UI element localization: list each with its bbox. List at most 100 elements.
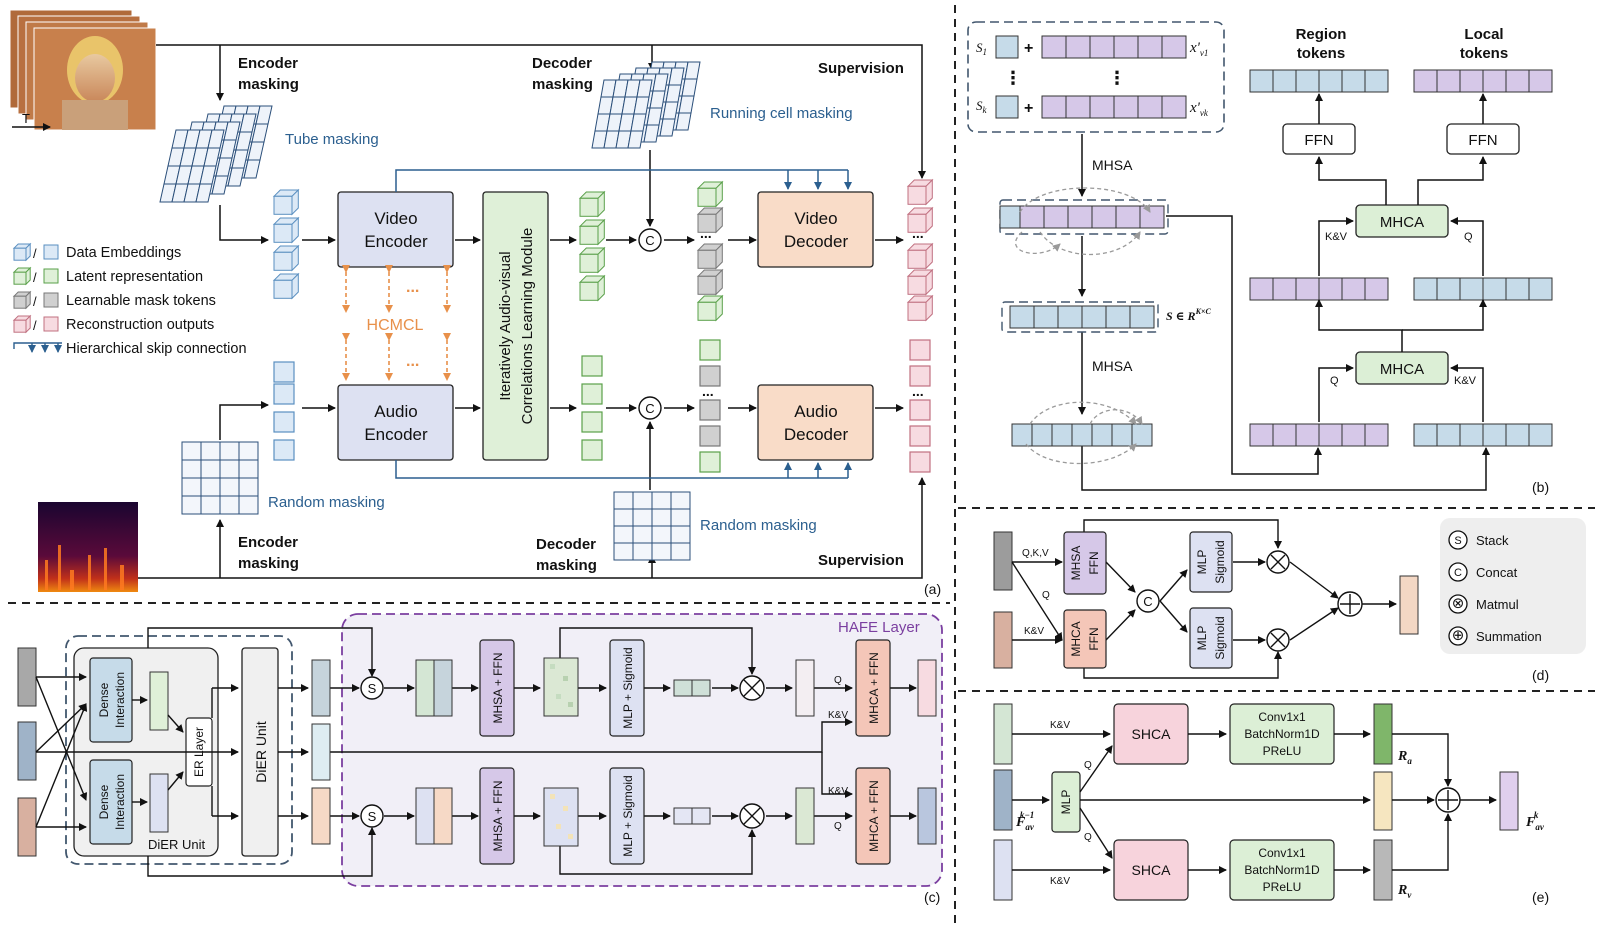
audio-decoder-box xyxy=(757,384,874,461)
audio-mask-latent xyxy=(699,339,721,361)
s-token-3 xyxy=(1081,305,1107,329)
rand-left-cell xyxy=(181,459,202,479)
audio-recon-token xyxy=(909,365,931,387)
mid-right-token-row xyxy=(1413,277,1553,301)
stack-circle-bottom xyxy=(360,804,384,828)
video-latent-token xyxy=(578,190,606,218)
rand-left-cell xyxy=(238,441,259,461)
hafe-layer-label: HAFE Layer xyxy=(838,619,920,636)
random-masking-grid-left xyxy=(181,441,259,515)
mhsa-ffn-bottom xyxy=(479,767,515,865)
legend-d-text-2: Matmul xyxy=(1476,597,1519,612)
video-latent-tokens xyxy=(578,190,606,302)
kv-label-bottom: K&V xyxy=(1454,375,1477,387)
bot-right-token-3 xyxy=(1482,423,1507,447)
bot-left-token-5 xyxy=(1364,423,1389,447)
d-input-grey xyxy=(993,531,1013,591)
region-out-token-0 xyxy=(1249,69,1274,93)
mid-left-token-row xyxy=(1249,277,1389,301)
video-mask-token xyxy=(696,206,724,234)
kv-label-c-top: K&V xyxy=(828,710,848,721)
audio-encoder-box xyxy=(337,384,454,461)
audio-reconstruction-outputs: ... xyxy=(909,339,931,473)
xvk-token-3 xyxy=(1113,95,1139,119)
concat-symbol-audio: C xyxy=(645,401,654,416)
rand-left-cell xyxy=(181,495,202,515)
concat-symbol-video: C xyxy=(645,233,654,248)
video-decoder-box xyxy=(757,191,874,268)
rand-right-cell xyxy=(632,508,653,527)
mixed-x-token-5 xyxy=(1139,205,1165,229)
panel-c: HAFE Layer DiER Unit DiER Unit Dense Int… xyxy=(17,613,943,905)
audio-encoder-line1: Audio xyxy=(374,402,417,421)
region-tokens-line1: Region xyxy=(1296,26,1347,43)
video-recon-dots: ... xyxy=(912,225,924,241)
e-conv-bottom-l1: Conv1x1 xyxy=(1258,846,1306,860)
s-att-token-4 xyxy=(1091,423,1113,447)
bot-left-token-4 xyxy=(1341,423,1366,447)
token-row-mixed xyxy=(999,205,1165,229)
mlp-sigmoid-top-label: MLP + Sigmoid xyxy=(621,647,635,729)
region-out-token-1 xyxy=(1272,69,1297,93)
mlp-sigmoid-top xyxy=(609,639,645,737)
video-data-embeddings xyxy=(272,188,300,300)
panel-e-label: (e) xyxy=(1532,889,1549,905)
rand-right-cell xyxy=(670,491,691,510)
legend-cube-3 xyxy=(12,314,32,334)
f-in-label: Favk−1 xyxy=(1015,810,1035,832)
video-mask-dots: ... xyxy=(700,225,712,241)
local-tokens-line1: Local xyxy=(1464,26,1503,43)
e-input-a xyxy=(993,703,1013,765)
region-token-row xyxy=(1249,69,1389,93)
stacked-tokens-top xyxy=(415,659,453,717)
legend-d-symbol-2: ⊗ xyxy=(1452,595,1465,612)
latent-a-token xyxy=(149,671,169,731)
e-conv-bottom-l3: PReLU xyxy=(1263,880,1302,894)
e-input-v xyxy=(993,839,1013,901)
prompt-token-group xyxy=(967,21,1225,133)
s-token-row xyxy=(1009,305,1155,329)
legend-slash-1: / xyxy=(33,270,37,285)
decoder-masking-bottom-line2: masking xyxy=(536,557,597,574)
mlp-sigmoid-bottom xyxy=(609,767,645,865)
panel-e: Favk−1 MLP SHCA SHCA Conv1x1 BatchNorm1D… xyxy=(993,703,1549,905)
mid-right-token-0 xyxy=(1413,277,1438,301)
audio-mask-token xyxy=(699,425,721,447)
q-label-c-top: Q xyxy=(834,675,842,686)
dense-interaction-top-l1: Dense xyxy=(97,682,111,717)
encoder-masking-top-line1: Encoder xyxy=(238,55,298,72)
xv1-token-3 xyxy=(1113,35,1139,59)
rand-right-cell xyxy=(670,525,691,544)
audio-embed-token xyxy=(273,383,295,405)
rand-right-cell xyxy=(670,508,691,527)
rand-left-cell xyxy=(238,459,259,479)
legend-skip-icon xyxy=(13,342,62,353)
xvk-token-0 xyxy=(1041,95,1067,119)
rand-right-cell xyxy=(613,542,634,561)
vdots-right: ⋮ xyxy=(1108,68,1126,88)
video-encoder-box xyxy=(337,191,454,268)
rand-left-cell xyxy=(200,495,221,515)
legend-square-1 xyxy=(43,268,59,284)
kv-label-d: K&V xyxy=(1024,626,1044,637)
time-label: T xyxy=(22,111,30,126)
bot-left-token-2 xyxy=(1295,423,1320,447)
rand-right-cell xyxy=(613,491,634,510)
legend-skip-text: Hierarchical skip connection xyxy=(66,341,247,357)
encoder-masking-top-line2: masking xyxy=(238,76,299,93)
d-mlp-top-label: MLP xyxy=(1195,550,1209,575)
mhsa-ffn-top-label: MHSA + FFN xyxy=(491,652,505,723)
xvk-token-1 xyxy=(1065,95,1091,119)
rand-right-cell xyxy=(632,491,653,510)
gate-tokens-bottom xyxy=(673,807,711,825)
hcmcl-label: HCMCL xyxy=(367,317,424,334)
dier-out-v xyxy=(311,787,331,845)
qkv-label: Q,K,V xyxy=(1022,548,1049,559)
running-frame-0 xyxy=(591,79,653,149)
concat-circle-audio xyxy=(638,396,662,420)
region-tokens-line2: tokens xyxy=(1297,45,1345,62)
bot-right-token-1 xyxy=(1436,423,1461,447)
s-att-token-5 xyxy=(1111,423,1133,447)
audio-embed-token xyxy=(273,439,295,461)
